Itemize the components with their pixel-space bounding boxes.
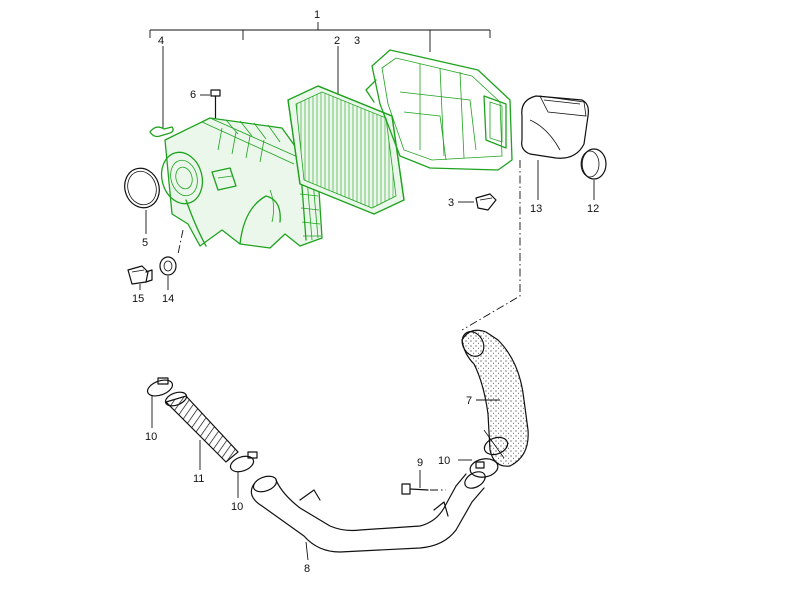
part-13-intake-adapter — [521, 95, 589, 200]
callout-4: 4 — [158, 35, 164, 47]
part-12-cap — [580, 148, 607, 200]
part-11-bellows-hose — [164, 391, 239, 470]
callout-2: 2 — [334, 35, 340, 47]
callout-13: 13 — [530, 203, 542, 215]
callout-7: 7 — [466, 395, 472, 407]
part-10-clamp-lower — [229, 451, 258, 498]
part-7-intake-hose — [461, 329, 529, 467]
part-15-sensor — [127, 265, 153, 290]
callout-10-lower: 10 — [231, 501, 243, 513]
callout-3-top: 3 — [354, 35, 360, 47]
callout-1: 1 — [314, 9, 320, 21]
part-10-clamp-upper — [146, 377, 174, 428]
callout-10-upper: 10 — [145, 431, 157, 443]
callout-10-right: 10 — [438, 455, 450, 467]
callout-9: 9 — [417, 457, 423, 469]
part-9-bolt — [401, 470, 446, 495]
part-3-clip — [458, 193, 497, 211]
part-4-clip — [149, 46, 174, 138]
callout-8: 8 — [304, 563, 310, 575]
callout-3-clip: 3 — [448, 197, 454, 209]
callout-15: 15 — [132, 293, 144, 305]
callout-12: 12 — [587, 203, 599, 215]
part-8-intake-pipe — [250, 471, 486, 561]
callout-labels: 1 2 3 4 6 3 5 13 12 15 14 7 10 10 9 11 1… — [132, 9, 599, 575]
callout-11: 11 — [193, 473, 204, 485]
callout-5: 5 — [142, 237, 148, 249]
air-filter-upper-cover — [365, 49, 513, 171]
callout-14: 14 — [162, 293, 174, 305]
part-5-o-ring — [124, 167, 160, 234]
part-14-grommet — [159, 229, 184, 290]
assembly-bracket — [149, 22, 491, 52]
assembly-line — [461, 160, 521, 331]
air-filter-lower-housing — [160, 117, 323, 249]
callout-6: 6 — [190, 89, 196, 101]
part-2-filter-element — [287, 46, 405, 215]
